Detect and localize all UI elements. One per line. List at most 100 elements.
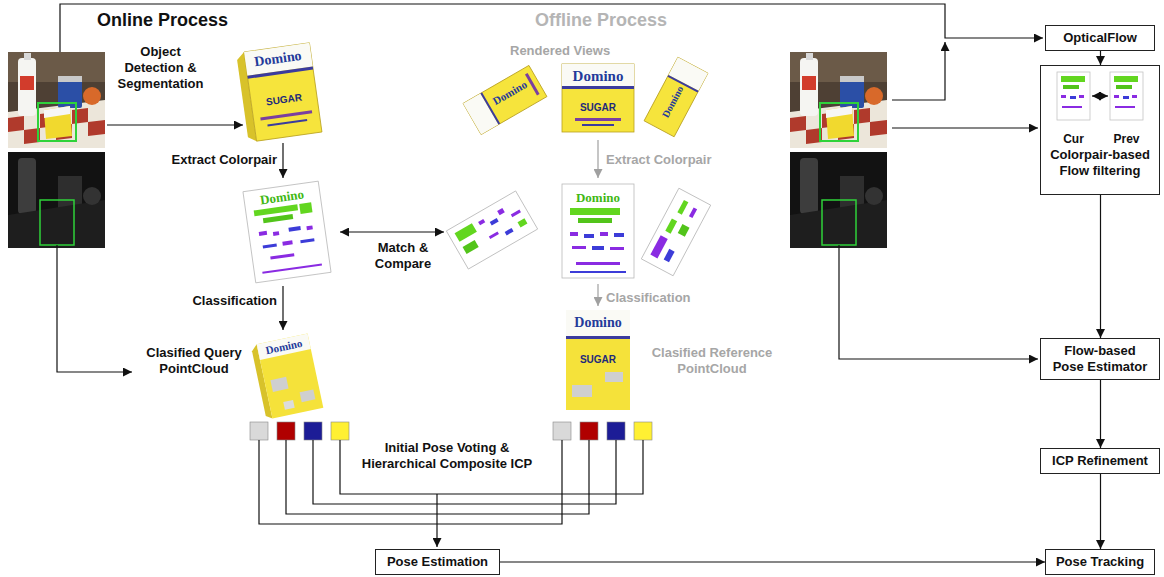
colorpair-image — [463, 240, 479, 254]
flow-arrow — [1100, 51, 1101, 65]
process-box: CurPrevColorpair-based Flow filtering — [1040, 65, 1160, 195]
scene-photo — [44, 106, 70, 118]
colorpair-image — [243, 181, 331, 283]
rendered-view — [575, 118, 621, 121]
colorpair-image — [446, 191, 537, 269]
scene-photo — [38, 103, 76, 141]
segmented-object — [236, 43, 322, 142]
colorpair-thumbnail — [1110, 72, 1143, 120]
colorpair-image — [490, 218, 499, 225]
rendered-view — [644, 57, 708, 137]
rendered-view — [562, 64, 634, 86]
classified-point-cloud — [257, 333, 311, 359]
colorpair-thumbnail — [1132, 95, 1137, 98]
colorpair-image — [263, 244, 277, 249]
colorpair-image — [650, 235, 667, 258]
colorpair-image — [600, 232, 608, 236]
rendered-view — [562, 64, 634, 132]
flow-arrow — [282, 286, 283, 330]
depth-image — [8, 152, 105, 248]
compare-arrow — [1092, 95, 1108, 96]
flow-arrow — [436, 494, 437, 547]
scene-photo — [24, 53, 31, 60]
flow-arrow — [500, 561, 1045, 562]
section-heading: Offline Process — [535, 9, 667, 31]
colorpair-print: Domino — [576, 191, 620, 204]
depth-image — [8, 200, 105, 248]
classified-point-cloud — [566, 310, 630, 410]
package-print: SUGAR — [580, 103, 616, 113]
colorpair-image — [592, 246, 604, 250]
segmented-object — [244, 43, 322, 141]
process-box: Pose Tracking — [1045, 549, 1155, 575]
flow-arrow — [1100, 380, 1101, 448]
colorpair-image — [299, 202, 312, 214]
scene-photo — [83, 87, 101, 105]
depth-image — [58, 176, 82, 208]
colorpair-image — [614, 233, 624, 237]
classified-point-cloud — [566, 336, 630, 339]
colorpair-image — [263, 214, 293, 223]
class-swatch — [607, 422, 625, 440]
rendered-view — [463, 65, 547, 134]
node-text: Flow-based Pose Estimator — [1051, 343, 1149, 375]
colorpair-thumbnail — [1057, 72, 1090, 120]
node-text: Pose Tracking — [1054, 554, 1146, 570]
step-label: Initial Pose Voting & Hierarchical Compo… — [352, 440, 542, 472]
step-label: Clasified Reference PointCloud — [644, 345, 780, 377]
colorpair-thumbnail — [1115, 106, 1135, 108]
process-box: Flow-based Pose Estimator — [1040, 338, 1160, 380]
colorpair-image — [455, 223, 477, 242]
package-print: SUGAR — [580, 355, 616, 365]
process-box: Pose Estimation — [375, 549, 500, 575]
colorpair-thumbnail — [1123, 96, 1129, 99]
offline-arrow — [597, 140, 598, 178]
colorpair-image — [665, 218, 677, 233]
scene-photo — [8, 52, 105, 148]
step-label: Object Detection & Segmentation — [113, 44, 208, 92]
offline-arrow — [597, 140, 598, 306]
colorpair-image — [446, 191, 537, 269]
class-swatch — [277, 422, 295, 440]
classified-point-cloud — [283, 400, 294, 410]
scene-photo — [790, 52, 887, 148]
step-label: Extract Colorpair — [606, 152, 711, 168]
colorpair-image — [678, 224, 690, 237]
flow-arrow — [57, 245, 132, 372]
colorpair-image — [570, 208, 620, 215]
step-label: Match & Compare — [371, 240, 435, 272]
colorpair-image — [270, 253, 294, 259]
colorpair-image — [570, 232, 578, 236]
class-swatch — [553, 422, 571, 440]
class-pair-line — [340, 440, 643, 494]
scene-photo — [18, 58, 36, 116]
colorpair-thumbnail — [1061, 76, 1085, 82]
colorpair-thumbnail — [1061, 95, 1066, 98]
colorpair-image — [610, 247, 624, 250]
rendered-view — [562, 86, 634, 89]
class-swatch — [634, 422, 652, 440]
colorpair-thumbnail — [1062, 106, 1082, 108]
rendered-view — [463, 65, 547, 134]
scene-photo — [72, 108, 88, 124]
colorpair-image — [505, 228, 514, 235]
colorpair-image — [584, 234, 594, 238]
colorpair-image — [489, 231, 499, 239]
class-pair-line — [259, 440, 562, 524]
colorpair-image — [578, 218, 612, 223]
colorpair-image — [664, 249, 675, 262]
offline-arrow — [597, 284, 598, 306]
rendered-view — [644, 57, 708, 137]
colorpair-thumbnail — [1079, 95, 1084, 98]
classified-point-cloud — [566, 310, 630, 336]
classified-point-cloud — [605, 372, 623, 382]
colorpair-image — [262, 263, 322, 273]
colorpair-thumbnail — [1057, 72, 1143, 120]
classified-point-cloud — [251, 333, 324, 419]
package-print: Domino — [574, 316, 621, 330]
class-swatch — [331, 422, 349, 440]
process-box: OpticalFlow — [1045, 25, 1155, 51]
segmented-object — [267, 119, 307, 127]
scene-photo — [88, 120, 105, 136]
colorpair-image — [518, 218, 528, 227]
